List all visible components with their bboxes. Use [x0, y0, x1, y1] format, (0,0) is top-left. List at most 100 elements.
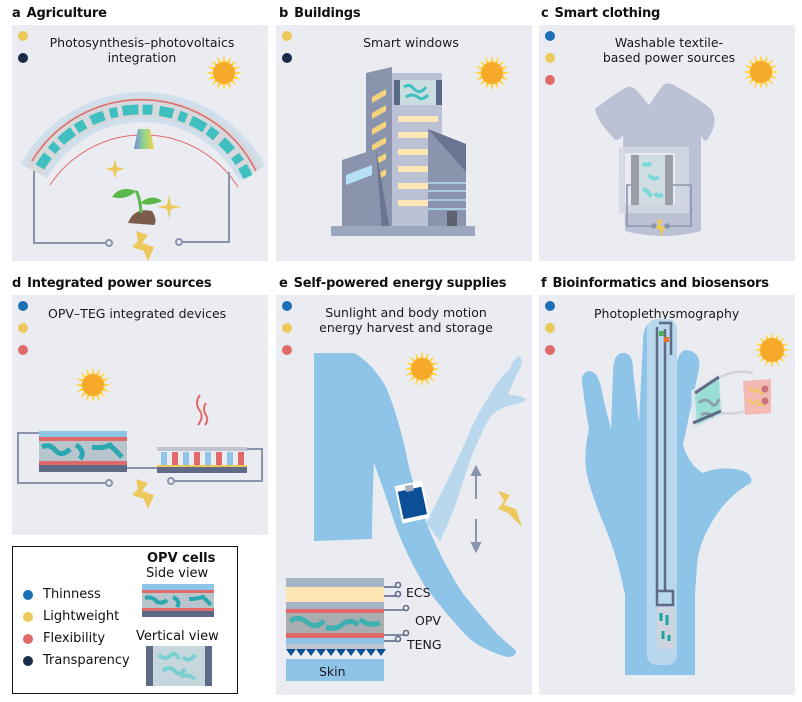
- sun-icon: [404, 351, 440, 387]
- legend-dot-thinness: [23, 589, 33, 600]
- sun-icon: [75, 367, 111, 403]
- sun-icon: [206, 55, 242, 91]
- property-dot-thinness: [545, 301, 555, 311]
- panel-smart-clothing: Washable textile- based power sources: [539, 25, 795, 261]
- led-orange: [664, 337, 669, 342]
- flexible-ppg-sensor: [691, 370, 771, 429]
- subtitle-line: Photoplethysmography: [594, 306, 740, 321]
- wearable-device: [394, 480, 430, 524]
- lightning-icon: [132, 479, 154, 509]
- property-dot-flexibility: [545, 345, 555, 355]
- legend-label: Thinness: [43, 587, 101, 602]
- panel-letter: c: [541, 6, 549, 21]
- property-dot-flexibility: [18, 345, 28, 355]
- subtitle-line: integration: [107, 50, 177, 65]
- panel-title-text: Agriculture: [26, 6, 107, 21]
- panel-buildings: Smart windows: [276, 25, 532, 261]
- circuit-wires: [626, 184, 692, 229]
- panel-b-title: b Buildings: [279, 6, 361, 21]
- panel-subtitle: Smart windows: [316, 35, 506, 50]
- panel-title-text: Self-powered energy supplies: [293, 276, 507, 291]
- property-dot-transparency: [282, 53, 292, 63]
- legend-dot-transparency: [23, 655, 33, 666]
- property-dot-transparency: [18, 53, 28, 63]
- property-dot-lightweight: [282, 31, 292, 41]
- panel-subtitle: Washable textile- based power sources: [579, 35, 759, 65]
- property-dot-flexibility: [282, 345, 292, 355]
- teg-device: [157, 447, 247, 473]
- textile-opv-module: [619, 147, 689, 213]
- panel-f-title: f Bioinformatics and biosensors: [541, 276, 769, 291]
- circuit-wires: [33, 171, 230, 247]
- panel-subtitle: OPV–TEG integrated devices: [48, 306, 226, 321]
- legend-label: Flexibility: [43, 631, 106, 646]
- opv-side-view-icon: [142, 584, 214, 617]
- forearm-sensor-strip: [647, 319, 677, 665]
- building-illustration: [331, 67, 475, 236]
- legend-item-thinness: Thinness: [23, 587, 101, 602]
- subtitle-line: Sunlight and body motion: [325, 305, 487, 320]
- stack-label-skin: Skin: [319, 664, 346, 679]
- panel-subtitle: Sunlight and body motion energy harvest …: [306, 305, 506, 335]
- panel-letter: a: [12, 6, 21, 21]
- stack-label-opv: OPV: [415, 613, 441, 628]
- panel-letter: b: [279, 6, 289, 21]
- panel-subtitle: Photoplethysmography: [594, 306, 739, 321]
- panel-letter: d: [12, 276, 22, 291]
- opv-cell-side-view: [39, 431, 127, 472]
- lightning-icon: [498, 491, 522, 527]
- subtitle-line: Photosynthesis–photovoltaics: [49, 35, 235, 50]
- motion-arrows-icon: [470, 464, 482, 554]
- light-spectrum-icon: [134, 129, 154, 149]
- panel-subtitle: Photosynthesis–photovoltaics integration: [42, 35, 242, 65]
- panel-letter: f: [541, 276, 547, 291]
- subtitle-line: based power sources: [602, 50, 736, 65]
- legend-heading: OPV cells: [147, 551, 216, 566]
- stack-label-teng: TENG: [407, 637, 442, 652]
- subtitle-line: energy harvest and storage: [319, 320, 493, 335]
- opv-vertical-view-icon: [146, 646, 212, 686]
- subtitle-line: OPV–TEG integrated devices: [48, 306, 227, 321]
- panel-bioinformatics: Photoplethysmography: [539, 295, 795, 695]
- property-dot-flexibility: [545, 75, 555, 85]
- property-dot-thinness: [282, 301, 292, 311]
- panel-self-powered: Sunlight and body motion energy harvest …: [276, 295, 532, 695]
- legend-box: Thinness Lightweight Flexibility Transpa…: [12, 546, 238, 694]
- property-dot-lightweight: [282, 323, 292, 333]
- panel-c-title: c Smart clothing: [541, 6, 660, 21]
- legend-item-transparency: Transparency: [23, 653, 130, 668]
- legend-side-view-label: Side view: [146, 566, 209, 581]
- sun-icon: [474, 55, 510, 91]
- sun-icon: [754, 332, 790, 368]
- legend-label: Lightweight: [43, 609, 120, 624]
- panel-integrated-power: OPV–TEG integrated devices: [12, 295, 268, 535]
- raised-arm-silhouette: [426, 356, 526, 541]
- panel-d-title: d Integrated power sources: [12, 276, 212, 291]
- panel-a-title: a Agriculture: [12, 6, 107, 21]
- opv-module-bottom: [657, 607, 675, 649]
- panel-title-text: Smart clothing: [554, 6, 661, 21]
- panel-title-text: Buildings: [294, 6, 361, 21]
- property-dot-lightweight: [545, 323, 555, 333]
- panel-title-text: Bioinformatics and biosensors: [552, 276, 769, 291]
- led-green: [659, 331, 664, 336]
- property-dot-lightweight: [18, 323, 28, 333]
- sparkle-icon: [105, 159, 181, 219]
- legend-dot-flexibility: [23, 633, 33, 644]
- legend-dot-lightweight: [23, 611, 33, 622]
- legend-item-lightweight: Lightweight: [23, 609, 119, 624]
- property-dot-lightweight: [18, 31, 28, 41]
- legend-vertical-view-label: Vertical view: [136, 629, 219, 644]
- layer-stack-diagram: [286, 578, 386, 681]
- property-dot-thinness: [18, 301, 28, 311]
- heat-waves-icon: [196, 394, 209, 426]
- circuit-wires: [17, 432, 263, 487]
- sun-icon: [743, 54, 779, 90]
- panel-agriculture: Photosynthesis–photovoltaics integration: [12, 25, 268, 261]
- legend-label: Transparency: [43, 653, 130, 668]
- property-dot-lightweight: [545, 53, 555, 63]
- sensor-wiring: [655, 321, 675, 607]
- property-dot-thinness: [545, 31, 555, 41]
- panel-title-text: Integrated power sources: [27, 276, 212, 291]
